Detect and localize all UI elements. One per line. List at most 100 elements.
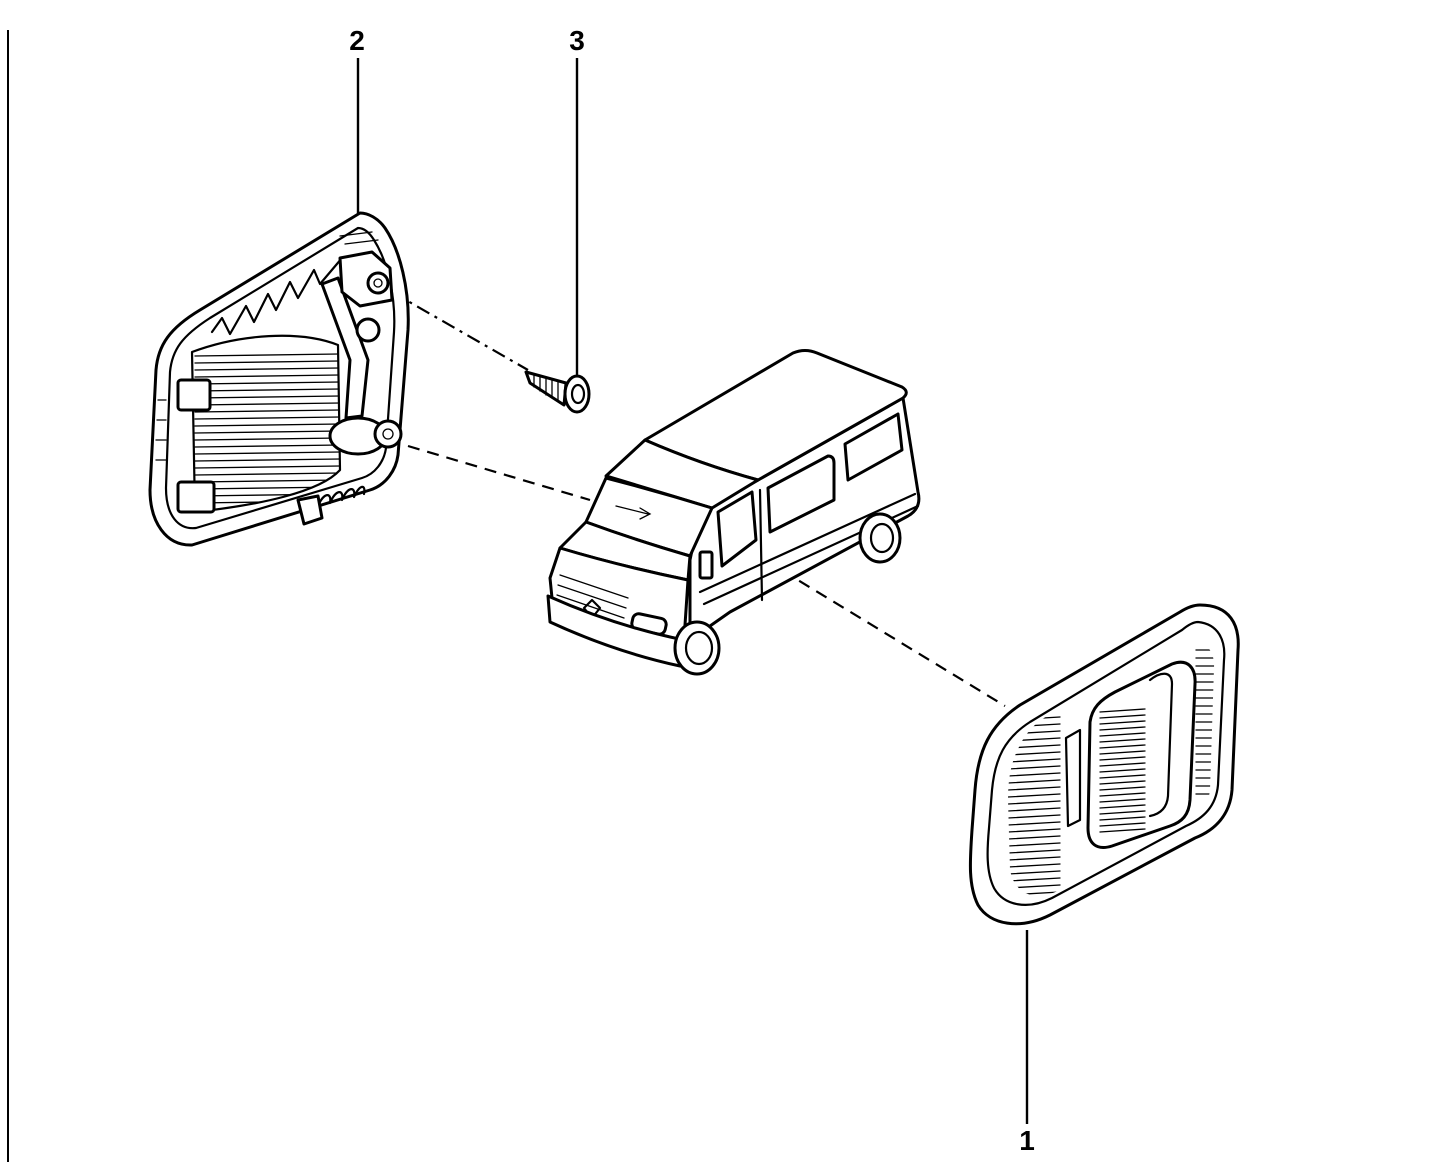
outer-handle-to-van-line bbox=[764, 559, 1006, 707]
shading-line bbox=[1008, 877, 1061, 882]
outer-handle-inner-rim bbox=[986, 620, 1226, 906]
van-rear-wheel-hub bbox=[869, 522, 895, 554]
screw-head bbox=[563, 374, 591, 414]
callout-3: 3 bbox=[569, 25, 585, 378]
shading-line bbox=[194, 388, 340, 392]
inner-handle-lever-arm bbox=[320, 276, 370, 420]
outer-handle-grip-hatching bbox=[1099, 708, 1146, 833]
inner-handle-serrated-edge bbox=[210, 256, 344, 336]
shading-line bbox=[194, 360, 340, 364]
shading-line bbox=[1099, 708, 1146, 713]
shading-line bbox=[1008, 814, 1061, 819]
shading-line bbox=[1099, 720, 1146, 725]
van-side-window-front bbox=[766, 454, 836, 534]
inner-handle-pivot-boss bbox=[355, 317, 381, 343]
shading-line bbox=[1099, 732, 1146, 737]
shading-line bbox=[194, 430, 340, 434]
inner-handle-drum bbox=[190, 334, 342, 514]
shading-line bbox=[194, 437, 340, 441]
inner-handle-to-van-line bbox=[407, 444, 591, 502]
shading-line bbox=[1099, 780, 1146, 785]
shading-line bbox=[1099, 750, 1146, 755]
shading-line bbox=[1008, 821, 1061, 826]
shading-line bbox=[194, 367, 340, 371]
shading-line bbox=[1099, 786, 1146, 791]
callout-2: 2 bbox=[349, 25, 365, 214]
shading-line bbox=[1008, 772, 1061, 777]
outer-door-handle bbox=[968, 603, 1240, 926]
callout-1: 1 bbox=[1019, 930, 1035, 1156]
inner-handle-screw-hole bbox=[366, 271, 390, 295]
shading-line bbox=[1008, 765, 1061, 770]
shading-line bbox=[1008, 856, 1061, 861]
van-rear-wheel bbox=[858, 512, 902, 564]
inner-handle-latch-pin bbox=[373, 419, 403, 449]
shading-line bbox=[1008, 793, 1061, 798]
shading-line bbox=[1099, 762, 1146, 767]
shading-line bbox=[194, 409, 340, 413]
shading-line bbox=[1008, 828, 1061, 833]
shading-line bbox=[1008, 870, 1061, 875]
shading-line bbox=[1099, 738, 1146, 743]
shading-line bbox=[1099, 768, 1146, 773]
shading-line bbox=[194, 416, 340, 420]
shading-line bbox=[1099, 792, 1146, 797]
shading-line bbox=[1008, 842, 1061, 847]
shading-line bbox=[1099, 810, 1146, 815]
inner-handle-upper-tab bbox=[176, 378, 212, 412]
van-grille bbox=[556, 574, 629, 619]
shading-line bbox=[1008, 849, 1061, 854]
van-windshield-arrow bbox=[615, 505, 652, 520]
inner-handle-lower-tab bbox=[176, 480, 216, 514]
shading-line bbox=[194, 465, 340, 469]
shading-line bbox=[1099, 774, 1146, 779]
shading-line bbox=[194, 402, 340, 406]
shading-line bbox=[194, 458, 340, 462]
callout-3-label: 3 bbox=[569, 25, 585, 56]
shading-line bbox=[194, 374, 340, 378]
screw-threads bbox=[533, 373, 559, 402]
shading-line bbox=[194, 479, 340, 483]
screw-axis-line bbox=[391, 291, 529, 371]
callout-1-label: 1 bbox=[1019, 1125, 1035, 1156]
van-driver-window bbox=[716, 490, 758, 568]
shading-line bbox=[1008, 751, 1061, 756]
van-door-line bbox=[758, 488, 764, 602]
shading-line bbox=[194, 444, 340, 448]
shading-line bbox=[1008, 807, 1061, 812]
van-side-mirror bbox=[698, 550, 714, 580]
shading-line bbox=[1008, 786, 1061, 791]
outer-handle-grip-divider bbox=[1148, 672, 1174, 818]
shading-line bbox=[1099, 726, 1146, 731]
shading-line bbox=[1008, 779, 1061, 784]
screw-head-recess bbox=[570, 383, 586, 405]
van-side-stripe-upper bbox=[698, 492, 917, 594]
shading-line bbox=[1099, 756, 1146, 761]
inner-handle-screw-hole-inner bbox=[373, 278, 383, 288]
shading-line bbox=[1008, 800, 1061, 805]
shading-line bbox=[1008, 863, 1061, 868]
shading-line bbox=[194, 423, 340, 427]
shading-line bbox=[194, 353, 340, 357]
van-front-wheel-hub bbox=[684, 630, 714, 666]
screw bbox=[524, 370, 591, 414]
van-side-window-rear bbox=[843, 412, 904, 482]
inner-door-handle bbox=[148, 211, 410, 547]
shading-line bbox=[1099, 804, 1146, 809]
van-illustration bbox=[546, 349, 921, 676]
inner-handle-rim-hatching bbox=[155, 231, 379, 461]
callout-2-label: 2 bbox=[349, 25, 365, 56]
shading-line bbox=[1099, 744, 1146, 749]
inner-handle-latch-pin-center bbox=[382, 428, 394, 440]
shading-line bbox=[1099, 798, 1146, 803]
shading-line bbox=[1099, 828, 1146, 833]
outer-handle-lever-slot bbox=[1064, 728, 1082, 828]
shading-line bbox=[194, 472, 340, 476]
shading-line bbox=[194, 395, 340, 399]
inner-handle-bottom-bracket bbox=[296, 494, 324, 526]
shading-line bbox=[194, 381, 340, 385]
shading-line bbox=[1099, 822, 1146, 827]
shading-line bbox=[1008, 758, 1061, 763]
shading-line bbox=[1099, 816, 1146, 821]
